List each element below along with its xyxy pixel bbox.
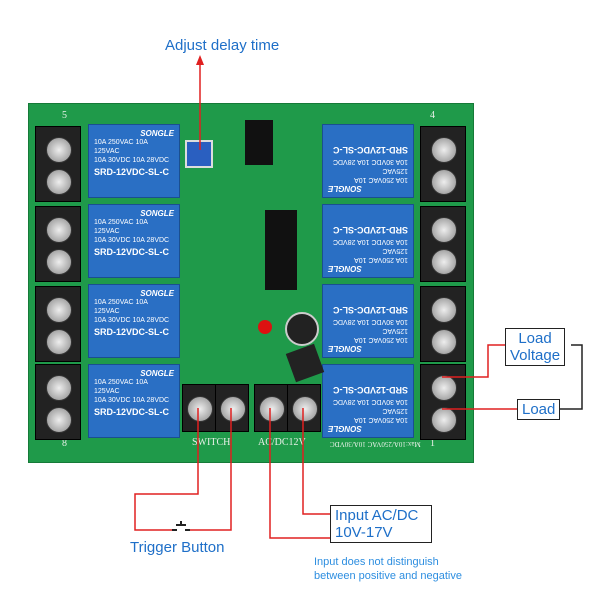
input-wire (302, 408, 330, 515)
trigger-wire (190, 408, 232, 531)
relay-brand: SONGLE (140, 209, 174, 218)
relay-rating: 10A 250VAC 10A 125VAC (94, 139, 148, 155)
relay-model: SRD-12VDC-SL-C (94, 247, 170, 257)
arrow-head-icon (196, 55, 204, 65)
relay-rating: 10A 250VAC 10A 125VAC (94, 379, 148, 395)
relay-rating: 10A 30VDC 10A 28VDC (94, 397, 170, 404)
relay-rating: 10A 30VDC 10A 28VDC (94, 317, 170, 324)
corner-label: 8 (62, 438, 67, 449)
load-box: Load (517, 399, 561, 420)
input-note: Input does not distinguish between positi… (314, 555, 462, 583)
relay-brand: SONGLE (140, 289, 174, 298)
input-line: 10V-17V (335, 524, 393, 541)
relay-brand: SONGLE (140, 129, 174, 138)
corner-label: 4 (430, 110, 435, 121)
input-line: Input AC/DC (335, 507, 419, 524)
push-button-icon (172, 521, 190, 531)
relay-model: SRD-12VDC-SL-C (94, 327, 170, 337)
power-terminal (287, 384, 321, 432)
corner-label: 5 (62, 110, 67, 121)
ic-chip (245, 120, 273, 165)
relay-model: SRD-12VDC-SL-C (94, 407, 170, 417)
load-voltage-wire (442, 344, 505, 378)
terminal-block (420, 126, 466, 202)
led-indicator (258, 320, 272, 334)
input-note-line: Input does not distinguish (314, 556, 439, 568)
terminal-block (35, 286, 81, 362)
load-voltage-line: Voltage (510, 347, 561, 364)
silk-switch: SWITCH (192, 437, 231, 448)
trigger-button-label: Trigger Button (130, 539, 225, 556)
trigger-wire (134, 408, 199, 531)
relay-rating: 10A 250VAC 10A 125VAC (94, 299, 148, 315)
terminal-block (420, 286, 466, 362)
terminal-block (35, 206, 81, 282)
capacitor (285, 312, 319, 346)
ic-chip (265, 210, 297, 290)
load-loop-wire (557, 344, 583, 410)
relay-rating: 10A 250VAC 10A 125VAC (94, 219, 148, 235)
potentiometer[interactable] (185, 140, 213, 168)
silk-power: AC/DC12V (258, 437, 306, 448)
terminal-block (420, 206, 466, 282)
adjust-delay-label: Adjust delay time (165, 37, 280, 54)
input-note-line: between positive and negative (314, 570, 462, 582)
relay-model: SRD-12VDC-SL-C (94, 167, 170, 177)
relay-rating: 10A 30VDC 10A 28VDC (94, 237, 170, 244)
switch-terminal (182, 384, 216, 432)
corner-label: 1 (430, 438, 435, 449)
relay-rating: 10A 30VDC 10A 28VDC (94, 157, 170, 164)
terminal-block (35, 364, 81, 440)
switch-terminal (215, 384, 249, 432)
input-wire (269, 408, 330, 539)
relay-brand: SONGLE (140, 369, 174, 378)
load-voltage-line: Load (518, 330, 552, 347)
terminal-block (35, 126, 81, 202)
